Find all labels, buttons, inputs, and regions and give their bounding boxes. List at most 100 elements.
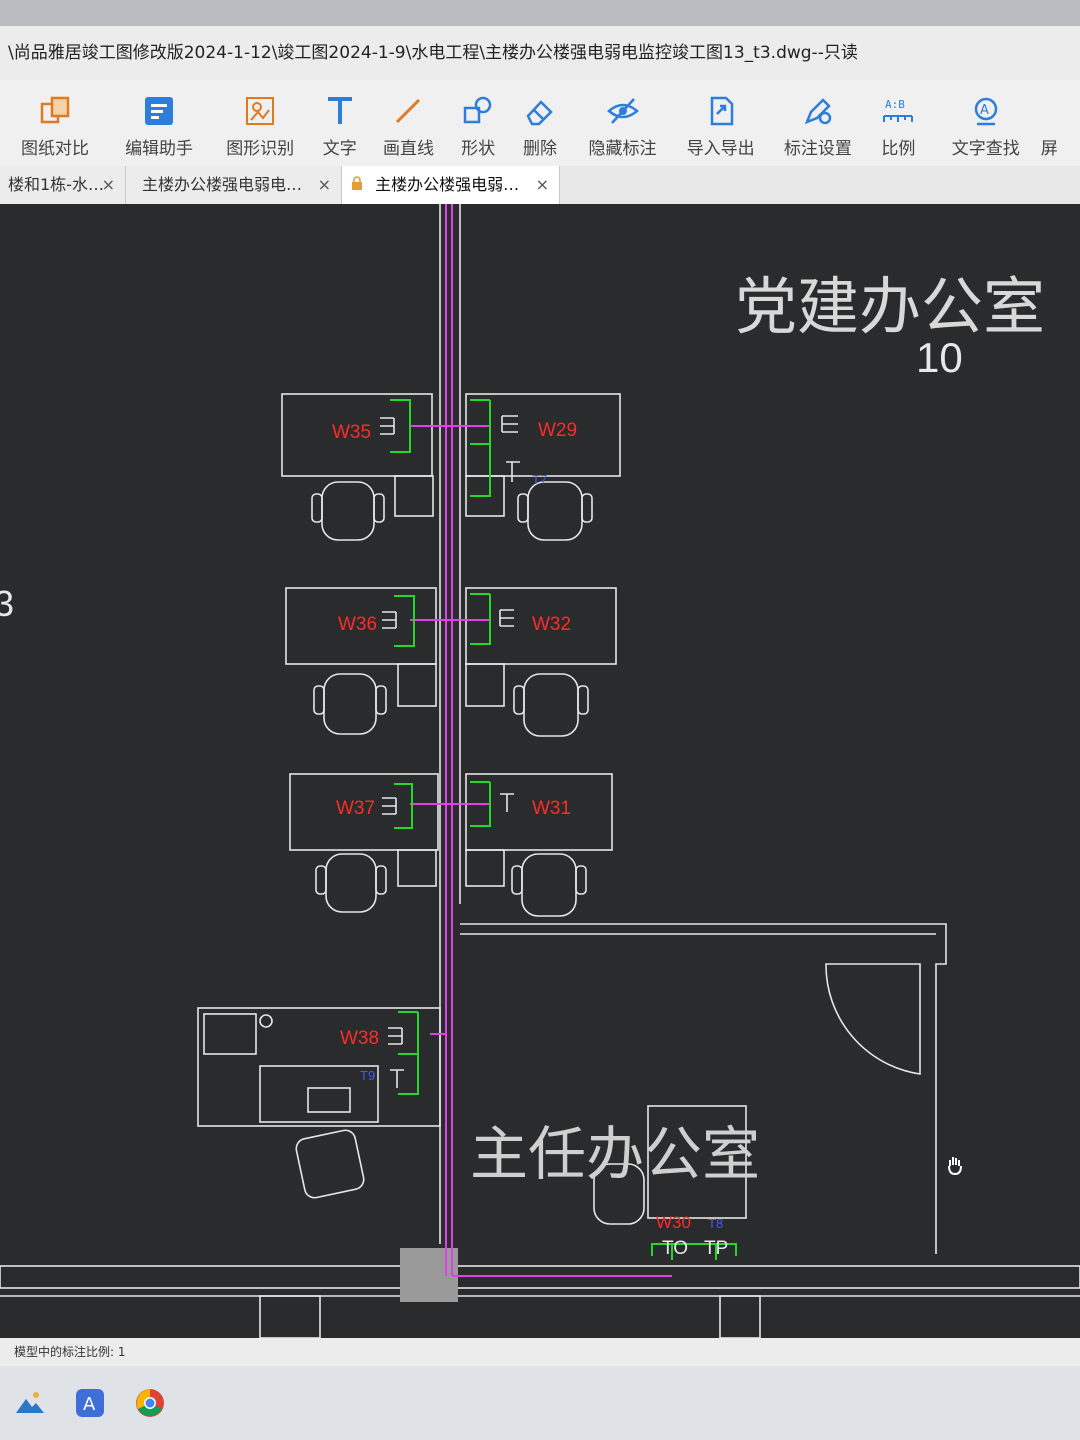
blue-tag: T9	[360, 1068, 375, 1083]
room-name-bottom: 主任办公室	[470, 1122, 760, 1187]
screen-icon	[1041, 94, 1075, 128]
room-number: 10	[916, 334, 963, 381]
shape-button[interactable]: 形状	[450, 80, 507, 166]
drawing-canvas[interactable]: 党建办公室 10 主任办公室 3 W35 W29 W36 W32 W37 W31…	[0, 204, 1080, 1338]
desk	[465, 587, 617, 665]
photos-icon[interactable]	[14, 1387, 46, 1419]
edit-assistant-button[interactable]: 编辑助手	[110, 80, 208, 166]
desk	[285, 587, 437, 665]
svg-text:A: A	[83, 1394, 96, 1415]
draw-line-icon	[396, 98, 421, 124]
shape-recognition-button[interactable]: 图形识别	[208, 80, 312, 166]
scale-button[interactable]: A:B 比例	[866, 80, 931, 166]
annotation-settings-button[interactable]: 标注设置	[770, 80, 866, 166]
annotation-settings-icon	[804, 98, 832, 125]
socket-icon	[501, 415, 518, 433]
data-port-icon	[506, 461, 520, 482]
edge-grid-label: 3	[0, 583, 14, 624]
edit-assistant-icon	[145, 97, 174, 125]
screen-button[interactable]: 屏	[1041, 80, 1080, 166]
compare-label: 图纸对比	[20, 139, 89, 159]
desk-item	[259, 1014, 273, 1028]
close-icon[interactable]: ×	[317, 175, 331, 194]
text-search-label: 文字查找	[951, 139, 1020, 159]
taskbar: A	[0, 1366, 1080, 1440]
desk-return	[397, 849, 437, 887]
toolbar: 图纸对比 编辑助手 图形识别 文字 画直线 形状 删除 隐藏标注	[0, 80, 1080, 167]
outlet-wiring	[390, 399, 737, 1260]
eraser-button[interactable]: 删除	[507, 80, 574, 166]
desk-return	[397, 663, 437, 707]
hide-annotation-label: 隐藏标注	[588, 139, 657, 159]
desk	[289, 773, 439, 851]
tab-label: 主楼办公楼强电弱…	[375, 175, 520, 194]
desk-label-w31: W31	[532, 798, 571, 819]
desk	[465, 773, 613, 851]
draw-line-label: 画直线	[382, 139, 434, 159]
room-name-top: 党建办公室	[735, 273, 1045, 342]
app-a-icon[interactable]: A	[74, 1387, 106, 1419]
chair	[313, 673, 387, 735]
chair	[311, 481, 385, 541]
desk-label-w35: W35	[332, 422, 371, 443]
shaft-block	[400, 1248, 458, 1302]
desk	[465, 393, 621, 477]
shape-icon	[463, 96, 492, 124]
window-title: \尚品雅居竣工图修改版2024-1-12\竣工图2024-1-9\水电工程\主楼…	[0, 26, 1080, 80]
outlet-label-to: TO	[662, 1238, 688, 1259]
chair	[513, 673, 589, 737]
shape-label: 形状	[461, 139, 496, 159]
data-port-icon	[390, 1069, 404, 1088]
tab-document-3[interactable]: 主楼办公楼强电弱… ×	[342, 166, 560, 204]
shape-recognition-icon	[246, 97, 275, 125]
hide-annotation-button[interactable]: 隐藏标注	[573, 80, 671, 166]
screen-label: 屏	[1040, 139, 1058, 159]
close-icon[interactable]: ×	[101, 175, 115, 194]
draw-line-button[interactable]: 画直线	[367, 80, 449, 166]
socket-icon	[382, 797, 397, 815]
desk	[281, 393, 433, 477]
chrome-icon[interactable]	[134, 1387, 166, 1419]
import-export-icon	[710, 96, 733, 126]
desk-label-w32: W32	[532, 614, 571, 635]
socket-icon	[388, 1027, 403, 1045]
socket-icon	[499, 609, 514, 627]
wall-line	[460, 923, 947, 1254]
eraser-icon	[526, 100, 553, 126]
floor-plan: 党建办公室 10 主任办公室 3 W35 W29 W36 W32 W37 W31…	[0, 204, 1080, 1338]
compare-button[interactable]: 图纸对比	[0, 80, 110, 166]
director-desk	[197, 1007, 441, 1127]
desk-item	[203, 1013, 257, 1055]
shape-recognition-label: 图形识别	[226, 139, 295, 159]
desk-label-w37: W37	[336, 798, 375, 819]
desk-label-w38: W38	[340, 1028, 379, 1049]
lock-icon	[352, 176, 362, 190]
socket-icon	[382, 611, 397, 629]
conduit-run	[410, 204, 672, 1277]
scale-label: 比例	[881, 139, 916, 159]
text-search-icon: A	[974, 97, 998, 126]
text-button[interactable]: 文字	[312, 80, 367, 166]
edit-assistant-label: 编辑助手	[125, 139, 194, 159]
status-bar: 模型中的标注比例: 1	[0, 1338, 1080, 1366]
director-desk	[647, 1105, 747, 1219]
desk-item	[307, 1087, 351, 1113]
tab-document-2[interactable]: 主楼办公楼强电弱电… ×	[126, 166, 342, 204]
chair	[593, 1163, 645, 1225]
scale-icon: A:B	[883, 98, 914, 122]
data-port-icon	[500, 793, 514, 812]
tab-label: 主楼办公楼强电弱电…	[142, 175, 303, 194]
svg-text:A:B: A:B	[885, 98, 905, 111]
column	[719, 1295, 761, 1338]
desk-return	[465, 849, 505, 887]
import-export-button[interactable]: 导入导出	[672, 80, 770, 166]
import-export-label: 导入导出	[686, 139, 755, 159]
cad-viewer-window: \尚品雅居竣工图修改版2024-1-12\竣工图2024-1-9\水电工程\主楼…	[0, 26, 1080, 1366]
exterior-wall	[0, 1265, 1080, 1289]
eraser-label: 删除	[523, 139, 558, 159]
tab-document-1[interactable]: 楼和1栋-水… ×	[0, 166, 126, 204]
desk-return	[465, 663, 505, 707]
close-icon[interactable]: ×	[535, 175, 549, 194]
compare-icon	[40, 96, 70, 124]
text-search-button[interactable]: A 文字查找	[931, 80, 1041, 166]
